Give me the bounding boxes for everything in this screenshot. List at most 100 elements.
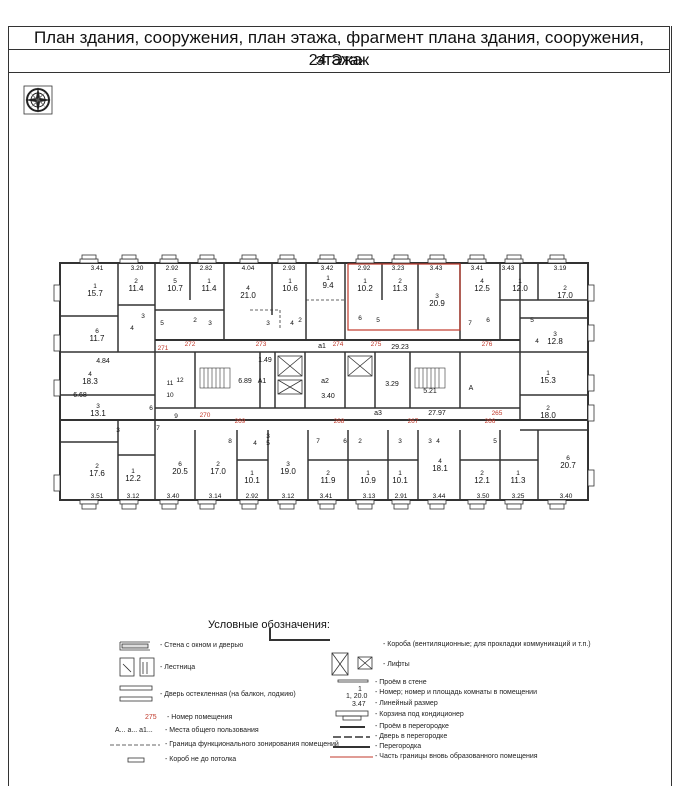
room-area-label: 17.0 — [210, 467, 226, 476]
room-number-label: 4 — [246, 285, 250, 292]
room-area-label: 20.9 — [429, 299, 445, 308]
window-icon — [241, 503, 257, 510]
dimension-label: 3.41 — [320, 493, 333, 500]
legend-item: - Корзина под кондиционер — [375, 711, 464, 718]
common-area-label: 5.21 — [423, 388, 437, 395]
small-room-number: 3 — [266, 320, 270, 327]
common-area-label: 6.89 — [238, 378, 252, 385]
room-area-label: 12.2 — [125, 474, 141, 483]
window-icon — [391, 258, 411, 264]
window-icon — [53, 474, 61, 492]
small-room-number: 6 — [343, 438, 347, 445]
legend-item: - Номер помещения — [167, 714, 233, 721]
room-area-label: 18.0 — [540, 411, 556, 420]
small-room-number: 6 — [358, 315, 362, 322]
window-icon — [119, 258, 139, 264]
room-number-label: 6 — [566, 455, 570, 462]
window-icon — [427, 499, 447, 505]
room-area-label: 18.3 — [82, 377, 98, 386]
room-number-label: 1 — [131, 468, 135, 475]
room-number-label: 1 — [516, 470, 520, 477]
window-icon — [357, 254, 373, 260]
room-number-label: 3 — [435, 293, 439, 300]
premises-number: 275 — [371, 341, 382, 348]
dimension-label: 3.51 — [91, 493, 104, 500]
small-room-number: 4 — [253, 440, 257, 447]
legend-item: - Часть границы вновь образованного поме… — [375, 753, 538, 760]
common-area-label: А — [469, 385, 474, 392]
dimension-label: 4.04 — [242, 265, 255, 272]
small-room-number: 3 — [116, 427, 120, 434]
room-number-label: 1 — [363, 278, 367, 285]
dimension-label: 3.43 — [502, 265, 515, 272]
legend-num-top: 1 — [358, 686, 362, 693]
window-icon — [355, 258, 375, 264]
window-icon — [53, 284, 61, 302]
room-number-label: 2 — [134, 278, 138, 285]
room-number-label: 1 — [326, 275, 330, 282]
dimension-label: 3.40 — [167, 493, 180, 500]
room-area-label: 19.0 — [280, 467, 296, 476]
window-icon — [279, 503, 295, 510]
legend-item: - Короб не до потолка — [165, 756, 237, 763]
small-room-number: 3 — [398, 438, 402, 445]
dimension-label: 3.23 — [392, 265, 405, 272]
legend-item: - Номер; номер и площадь комнаты в помещ… — [375, 689, 537, 696]
dimension-label: 3.50 — [477, 493, 490, 500]
small-room-number: 6 — [149, 405, 153, 412]
room-number-label: 2 — [95, 463, 99, 470]
common-area-label: а1 — [318, 343, 326, 350]
window-icon — [79, 258, 99, 264]
window-icon — [547, 499, 567, 505]
small-room-number: 8 — [228, 438, 232, 445]
window-icon — [355, 499, 375, 505]
small-room-number: 3 — [141, 313, 145, 320]
window-icon — [506, 254, 522, 260]
legend-item: - Перегородка — [375, 743, 422, 750]
room-area-label: 10.1 — [244, 476, 260, 485]
room-area-label: 20.7 — [560, 461, 576, 470]
common-area-label: 6.68 — [73, 392, 87, 399]
room-area-label: 11.7 — [90, 334, 106, 343]
small-room-number: 7 — [156, 425, 160, 432]
dimension-label: 3.42 — [321, 265, 334, 272]
common-area-label: 1.49 — [258, 357, 272, 364]
window-icon — [429, 254, 445, 260]
legend-room-number-sample: 275 — [145, 714, 157, 721]
room-number-label: 1 — [518, 278, 522, 285]
dimension-label: 3.25 — [512, 493, 525, 500]
room-number-label: 2 — [398, 278, 402, 285]
page-frame — [8, 26, 672, 786]
common-area-label: а3 — [374, 410, 382, 417]
compass-icon — [23, 85, 53, 115]
window-icon — [467, 499, 487, 505]
window-icon — [319, 254, 335, 260]
legend-common-sample: А... а... а1... — [115, 727, 153, 734]
premises-number: 270 — [200, 412, 211, 419]
window-icon — [549, 254, 565, 260]
window-icon — [239, 499, 259, 505]
legend-item: - Линейный размер — [375, 700, 438, 707]
dimension-label: 3.20 — [131, 265, 144, 272]
legend-symbols — [110, 628, 373, 763]
room-number-label: 4 — [88, 371, 92, 378]
window-icon — [81, 503, 97, 510]
window-icon — [393, 254, 409, 260]
small-room-number: 2 — [358, 438, 362, 445]
room-area-label: 12.8 — [547, 337, 563, 346]
room-number-label: 2 — [216, 461, 220, 468]
room-area-label: 15.3 — [540, 376, 556, 385]
legend-item: - Граница функционального зонирования по… — [165, 741, 339, 748]
common-area-label: а2 — [321, 378, 329, 385]
window-icon — [587, 469, 595, 487]
small-room-number: 3 — [266, 433, 270, 440]
room-area-label: 10.9 — [360, 476, 376, 485]
room-area-label: 11.3 — [511, 476, 527, 485]
room-area-label: 17.6 — [89, 469, 105, 478]
window-icon — [121, 254, 137, 260]
common-area-label: А1 — [258, 378, 267, 385]
window-icon — [159, 499, 179, 505]
room-area-label: 9.4 — [322, 281, 334, 290]
dimension-label: 2.82 — [200, 265, 213, 272]
room-area-label: 11.4 — [129, 284, 145, 293]
